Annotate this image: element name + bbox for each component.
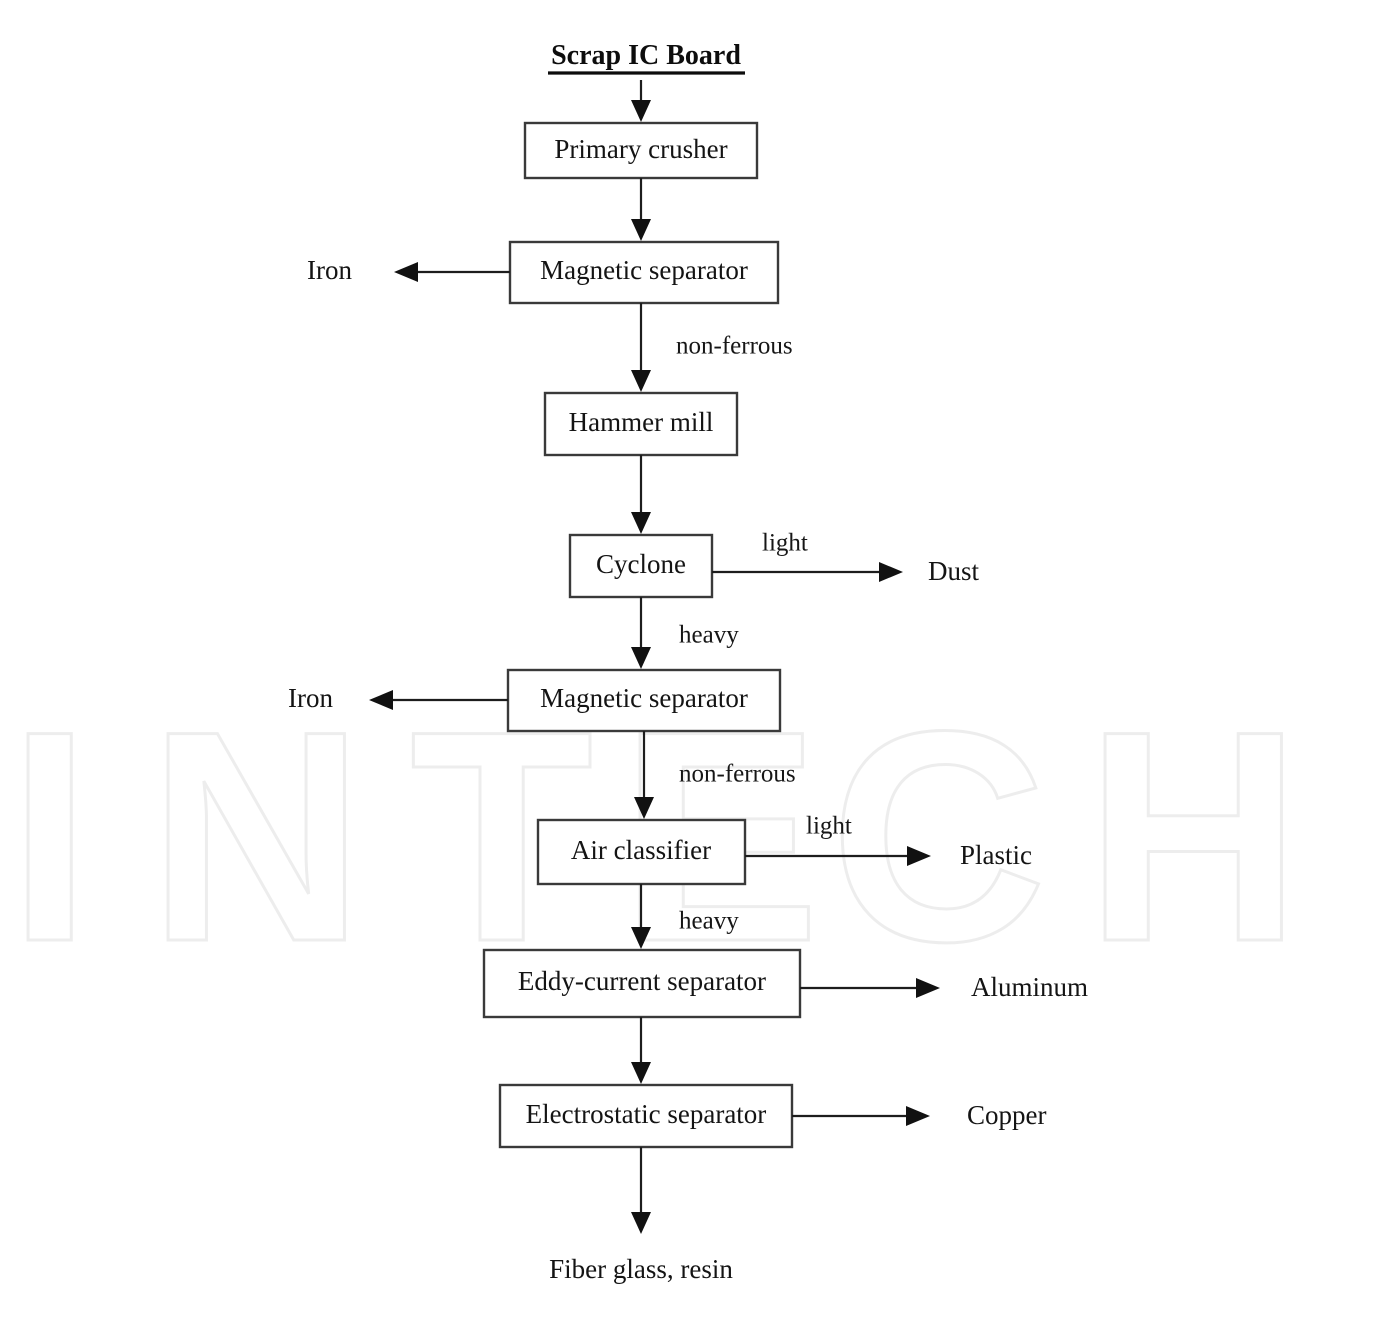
- node-electrostatic-separator[interactable]: Electrostatic separator: [498, 1083, 794, 1149]
- arrowhead-left: [394, 262, 418, 282]
- arrowhead-down: [631, 647, 651, 669]
- terminal-label-fiber-glass-resin: Fiber glass, resin: [549, 1254, 733, 1284]
- diagram-title-group: Scrap IC Board: [548, 40, 745, 75]
- arrowhead-down: [631, 512, 651, 534]
- edge-label-heavy-1: heavy: [679, 622, 739, 649]
- watermark-letter-c: C: [830, 668, 1049, 1004]
- arrowhead-down: [634, 797, 654, 819]
- node-primary-crusher[interactable]: Primary crusher: [523, 121, 759, 180]
- node-magnetic-separator-1[interactable]: Magnetic separator: [508, 240, 780, 305]
- arrowhead-down: [631, 1212, 651, 1234]
- arrowhead-down: [631, 219, 651, 241]
- node-box[interactable]: [508, 240, 780, 305]
- edge-label-light-1: light: [762, 530, 808, 557]
- edge-label-light-2: light: [806, 813, 852, 840]
- arrowhead-down: [631, 927, 651, 949]
- arrowhead-right: [879, 562, 903, 582]
- node-label-hammer-mill: Hammer mill: [569, 407, 714, 437]
- edge-air-classifier-to-eddy-current-separator: heavy: [631, 884, 739, 949]
- edge-magnetic-separator-1-to-iron: [394, 262, 510, 282]
- edge-air-classifier-to-plastic: light: [745, 813, 931, 866]
- node-box[interactable]: [482, 948, 802, 1019]
- terminal-label-aluminum: Aluminum: [971, 972, 1088, 1002]
- arrowhead-down: [631, 100, 651, 122]
- edge-electrostatic-separator-to-copper: [792, 1106, 930, 1126]
- watermark-letter-n: N: [148, 668, 367, 1004]
- node-label-primary-crusher: Primary crusher: [554, 134, 727, 164]
- edge-label-non-ferrous-1: non-ferrous: [676, 333, 793, 360]
- arrowhead-right: [906, 1106, 930, 1126]
- terminal-label-iron-2: Iron: [288, 683, 333, 713]
- edge-cyclone-to-magnetic-separator-2: heavy: [631, 597, 739, 669]
- node-label-air-classifier: Air classifier: [571, 835, 711, 865]
- edge-label-non-ferrous-2: non-ferrous: [679, 761, 796, 788]
- edge-eddy-current-separator-to-aluminum: [800, 978, 940, 998]
- node-box[interactable]: [498, 1083, 794, 1149]
- edge-eddy-current-separator-to-electrostatic-separator: [631, 1017, 651, 1084]
- edge-magnetic-separator-2-to-air-classifier: non-ferrous: [634, 731, 796, 819]
- edge-magnetic-separator-2-to-iron: [369, 690, 508, 710]
- edge-cyclone-to-dust: light: [712, 530, 903, 582]
- edge-hammer-mill-to-cyclone: [631, 455, 651, 534]
- terminal-label-dust: Dust: [928, 556, 980, 586]
- arrowhead-right: [916, 978, 940, 998]
- node-box[interactable]: [568, 533, 714, 599]
- watermark-letter-h: H: [1085, 668, 1304, 1004]
- edge-electrostatic-separator-to-fiber-glass: [631, 1147, 651, 1234]
- node-box[interactable]: [543, 391, 739, 457]
- watermark-letter-i: I: [8, 668, 93, 1004]
- terminal-label-iron-1: Iron: [307, 255, 352, 285]
- arrowhead-down: [631, 1062, 651, 1084]
- edge-title-to-primary-crusher: [631, 80, 651, 122]
- node-label-eddy-current-separator: Eddy-current separator: [518, 966, 766, 996]
- node-label-magnetic-separator-2: Magnetic separator: [540, 683, 748, 713]
- terminal-label-copper: Copper: [967, 1100, 1046, 1130]
- node-hammer-mill[interactable]: Hammer mill: [543, 391, 739, 457]
- node-box[interactable]: [536, 818, 747, 886]
- node-eddy-current-separator[interactable]: Eddy-current separator: [482, 948, 802, 1019]
- edge-magnetic-separator-1-to-hammer-mill: non-ferrous: [631, 303, 793, 392]
- arrowhead-left: [369, 690, 393, 710]
- node-box[interactable]: [506, 668, 782, 733]
- node-label-cyclone: Cyclone: [596, 549, 686, 579]
- arrowhead-right: [907, 846, 931, 866]
- node-magnetic-separator-2[interactable]: Magnetic separator: [506, 668, 782, 733]
- edge-primary-crusher-to-magnetic-separator-1: [631, 178, 651, 241]
- page-title: Scrap IC Board: [551, 40, 741, 71]
- node-label-magnetic-separator-1: Magnetic separator: [540, 255, 748, 285]
- edge-label-heavy-2: heavy: [679, 908, 739, 935]
- node-cyclone[interactable]: Cyclone: [568, 533, 714, 599]
- terminal-label-plastic: Plastic: [960, 840, 1032, 870]
- node-air-classifier[interactable]: Air classifier: [536, 818, 747, 886]
- node-label-electrostatic-separator: Electrostatic separator: [526, 1099, 767, 1129]
- arrowhead-down: [631, 370, 651, 392]
